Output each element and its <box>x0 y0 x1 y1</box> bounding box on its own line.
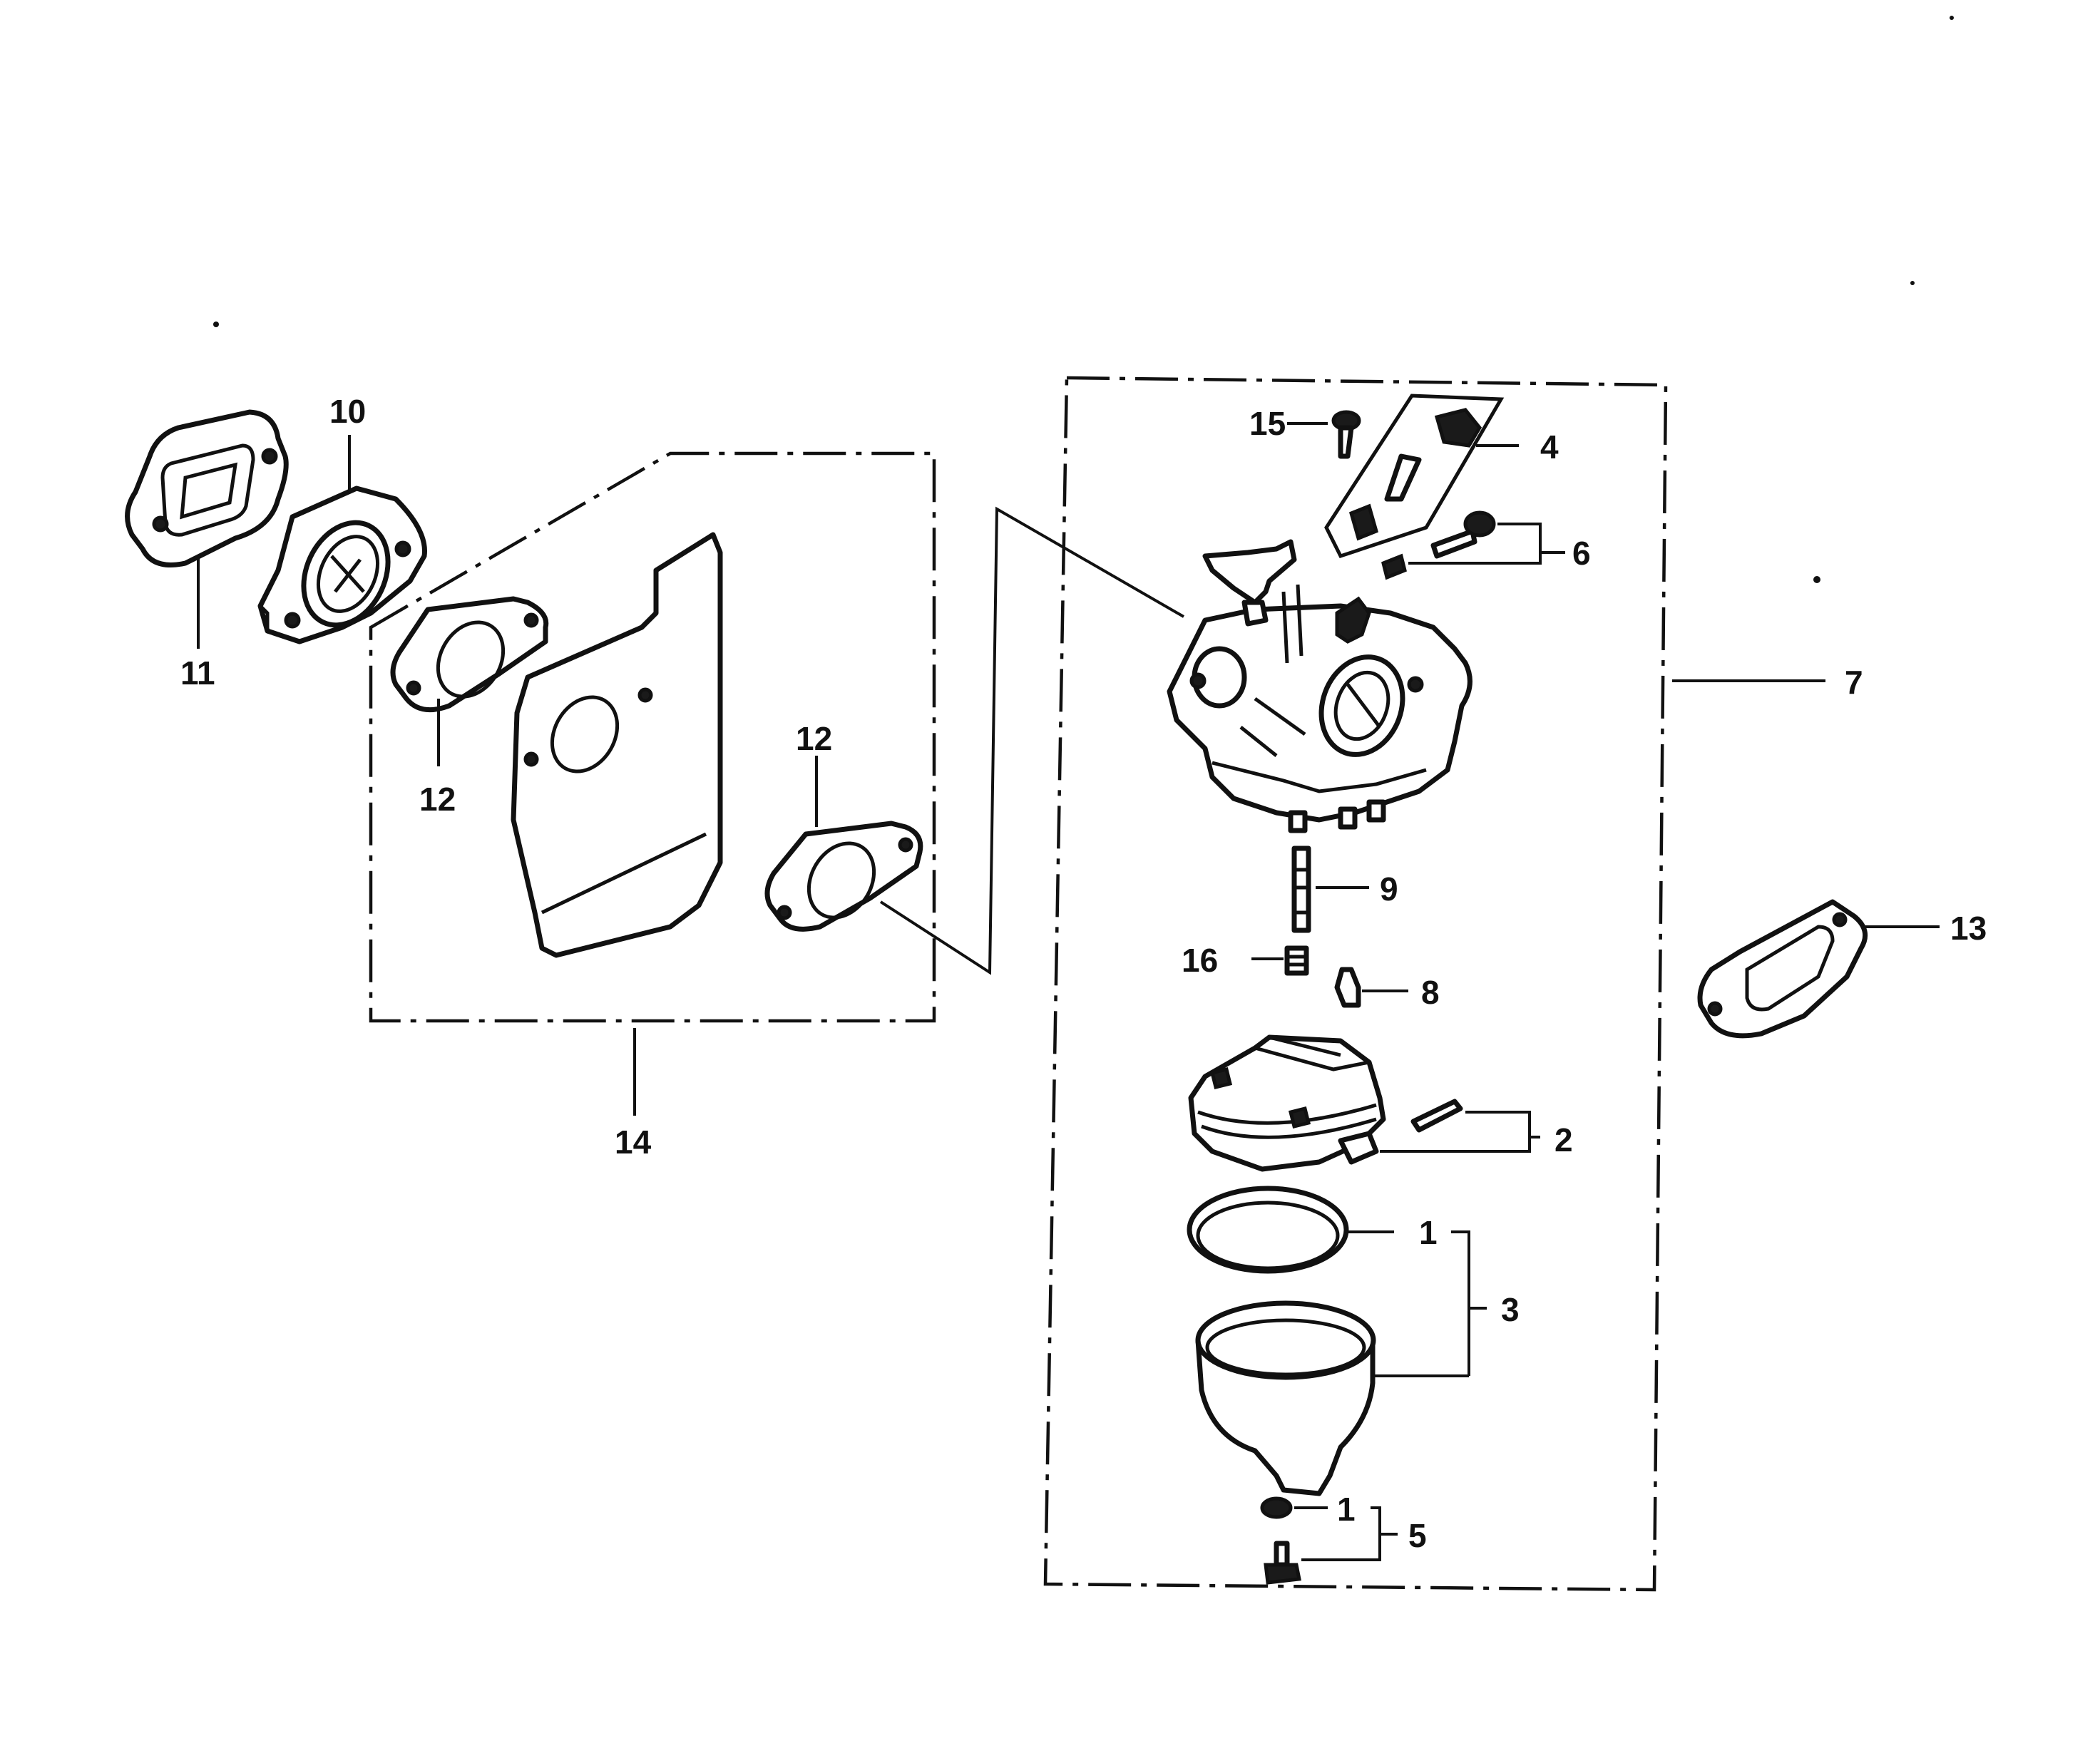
callout-3: 3 <box>1501 1291 1520 1328</box>
part-15-screw <box>1331 410 1361 459</box>
part-14-heat-shield <box>511 532 723 958</box>
leader-lines <box>197 422 1940 1561</box>
part-6-screw <box>1381 510 1496 580</box>
callout-12-right: 12 <box>796 720 832 757</box>
part-9-emulsion-tube <box>1291 845 1311 933</box>
part-16-main-jet <box>1284 945 1309 976</box>
part-13-gasket <box>1697 899 1868 1039</box>
part-12-gasket-left <box>390 596 549 713</box>
part-8-float-valve <box>1334 967 1361 1008</box>
scan-specks <box>213 16 1954 583</box>
callout-14: 14 <box>615 1124 652 1161</box>
part-10-insulator <box>257 485 427 644</box>
callout-10: 10 <box>329 393 366 430</box>
callout-1-washer: 1 <box>1337 1491 1356 1528</box>
callout-5: 5 <box>1408 1517 1427 1554</box>
part-4-pilot-screw-kit <box>1324 394 1505 559</box>
carburetor-body <box>1167 539 1472 833</box>
callout-labels: 11 10 12 12 14 15 4 6 7 9 16 8 13 2 1 3 … <box>180 393 1987 1554</box>
callout-7: 7 <box>1845 664 1863 701</box>
part-11-gasket <box>125 409 289 567</box>
callout-8: 8 <box>1421 974 1440 1011</box>
callout-6: 6 <box>1572 535 1591 572</box>
callout-4: 4 <box>1540 428 1559 466</box>
part-12-gasket-right <box>764 821 923 932</box>
callout-2: 2 <box>1554 1121 1573 1158</box>
callout-13: 13 <box>1950 910 1987 947</box>
leader-carb-to-gasket <box>879 506 1184 975</box>
part-5-drain-bolt <box>1264 1541 1301 1585</box>
callout-12-left: 12 <box>419 781 456 818</box>
part-1-washer <box>1260 1496 1293 1519</box>
callout-16: 16 <box>1182 942 1218 979</box>
callout-9: 9 <box>1380 870 1398 908</box>
kit-7-outline <box>1043 376 1668 1592</box>
part-3-float-chamber <box>1195 1300 1376 1496</box>
callout-11: 11 <box>180 654 215 692</box>
part-1-float-chamber-gasket <box>1187 1186 1349 1274</box>
kit-14-outline <box>369 451 936 1023</box>
part-2-float <box>1188 1034 1463 1172</box>
callout-15: 15 <box>1249 405 1286 442</box>
callout-1-ring: 1 <box>1419 1214 1438 1251</box>
